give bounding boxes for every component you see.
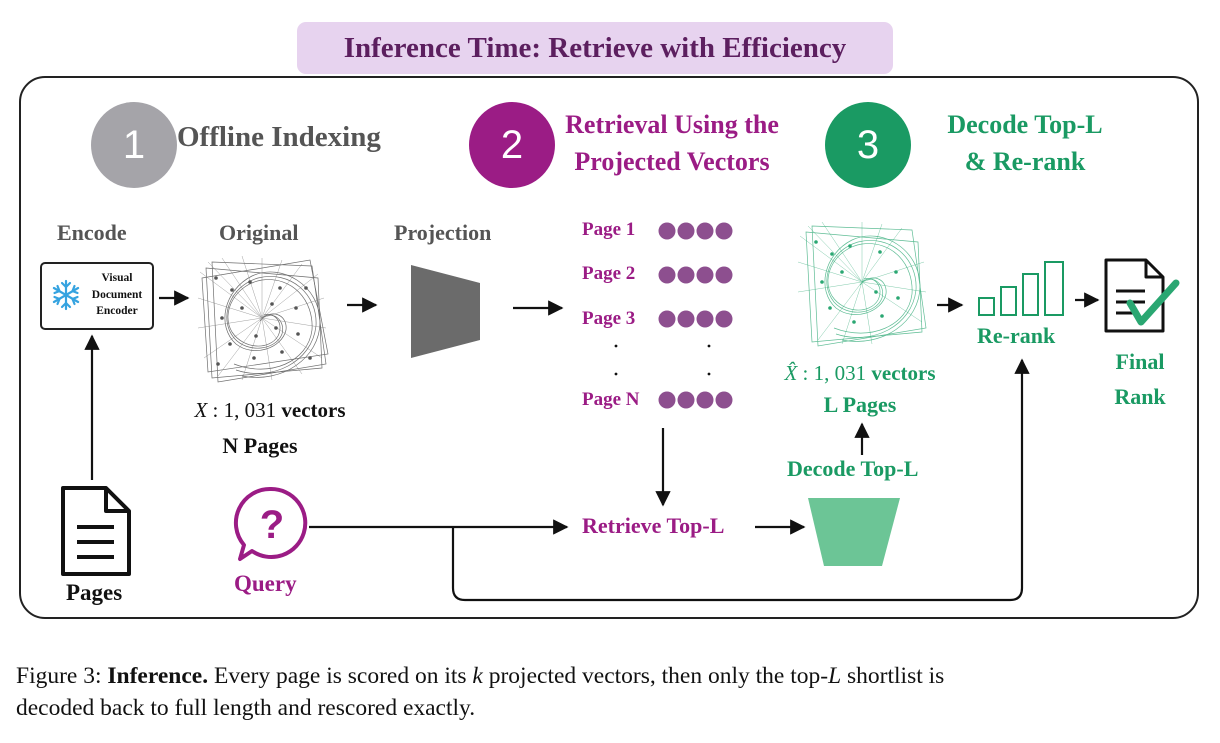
page-2-label: Page 2	[582, 263, 636, 284]
projection-heading: Projection	[394, 220, 492, 245]
l-pages-label: L Pages	[823, 392, 897, 417]
step-3-label: Decode Top-L & Re-rank	[947, 110, 1103, 176]
original-heading: Original	[219, 220, 299, 245]
decode-top-l-label: Decode Top-L	[787, 456, 919, 481]
decoded-vectors-label: X̂ : 1, 031 vectors	[784, 361, 936, 385]
step-3-number: 3	[856, 122, 880, 167]
page-n-label: Page N	[582, 389, 640, 410]
figure-title: Inference Time: Retrieve with Efficiency	[343, 31, 847, 64]
retrieve-top-l-label: Retrieve Top-L	[582, 513, 725, 538]
encode-heading: Encode	[57, 220, 127, 245]
encoder-label: Visual Document Encoder	[91, 272, 143, 317]
rerank-label: Re-rank	[977, 323, 1056, 348]
final-rank-label: Final Rank	[1114, 349, 1166, 409]
step-1-label: Offline Indexing	[177, 121, 381, 153]
n-pages-label: N Pages	[222, 433, 298, 458]
pages-label: Pages	[66, 580, 123, 605]
step-2-number: 2	[500, 122, 524, 167]
diagram-frame	[19, 76, 1199, 619]
figure-caption: Figure 3: Inference. Every page is score…	[16, 663, 945, 721]
title-banner: Inference Time: Retrieve with Efficiency	[297, 22, 893, 74]
step-1-number: 1	[122, 122, 146, 167]
query-label: Query	[234, 571, 297, 596]
step-2-circle: 2	[469, 102, 555, 188]
step-3-circle: 3	[825, 102, 911, 188]
page-3-label: Page 3	[582, 308, 636, 329]
step-1-circle: 1	[91, 102, 177, 188]
step-2-label: Retrieval Using the Projected Vectors	[565, 110, 779, 176]
snowflake-icon	[52, 279, 80, 311]
visual-document-encoder-box	[40, 262, 154, 330]
page-1-label: Page 1	[582, 219, 636, 240]
original-vectors-label: X : 1, 031 vectors	[194, 398, 346, 422]
